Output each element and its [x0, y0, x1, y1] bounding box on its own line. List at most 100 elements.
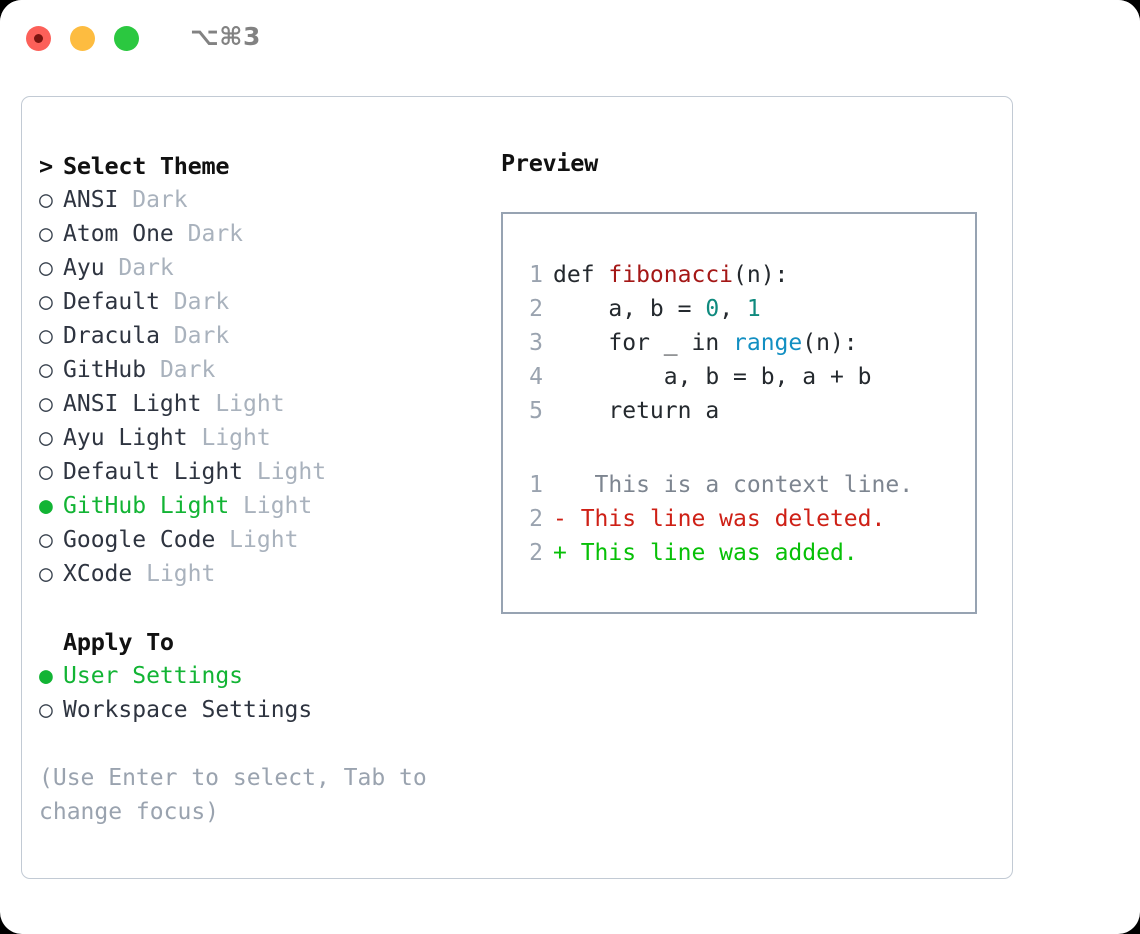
- theme-list-item[interactable]: ○ Google Code Light: [39, 523, 479, 557]
- theme-item-label: Default Light: [63, 459, 244, 485]
- theme-list-item[interactable]: ○ ANSI Light Light: [39, 387, 479, 421]
- theme-list-item[interactable]: ○Dracula Dark: [39, 319, 479, 353]
- theme-list-item[interactable]: ○Default Light Light: [39, 455, 479, 489]
- theme-item-label: GitHub: [63, 357, 147, 383]
- diff-line: 2+ This line was added.: [521, 536, 969, 570]
- diff-sign: +: [553, 540, 567, 566]
- code-token: a, b = b, a + b: [553, 364, 872, 390]
- code-token: 1: [746, 296, 761, 322]
- code-line: 5 return a: [521, 394, 969, 428]
- code-token: range: [733, 330, 803, 356]
- radio-unselected-icon: ○: [39, 391, 53, 417]
- theme-list: ○ ANSI Dark ○ Atom One Dark ○ Ayu Dark ○ Defaul…: [39, 183, 479, 591]
- theme-item-label: Google Code: [63, 527, 216, 553]
- apply-to-title: Apply To: [63, 628, 174, 656]
- code-token: ,: [719, 296, 747, 322]
- theme-list-item[interactable]: ○ GitHub Dark: [39, 353, 479, 387]
- line-number: 4: [529, 364, 543, 390]
- apply-to-group: Apply To ●User Settings ○ Workspace Settin…: [39, 625, 479, 727]
- theme-item-tag: Light: [201, 391, 285, 417]
- line-number: 2: [529, 506, 543, 532]
- radio-unselected-icon: ○: [39, 425, 53, 451]
- diff-text: This is a context line.: [566, 472, 914, 498]
- theme-item-tag: Light: [187, 425, 271, 451]
- theme-item-tag: Dark: [159, 323, 230, 349]
- apply-to-item[interactable]: ○ Workspace Settings: [39, 693, 479, 727]
- code-token: for _ in: [553, 330, 734, 356]
- theme-item-tag: Light: [132, 561, 216, 587]
- zoom-button[interactable]: [114, 25, 139, 51]
- code-token: (n):: [733, 262, 789, 288]
- code-token: (n):: [802, 330, 858, 356]
- header-marker: >: [39, 152, 53, 180]
- close-button[interactable]: [26, 25, 51, 51]
- code-token: def: [553, 262, 609, 288]
- theme-item-tag: Dark: [104, 255, 174, 281]
- main-panel: >Select Theme ○ANSI Dark○Atom One Dark○A…: [21, 96, 1013, 879]
- close-icon: [34, 33, 43, 43]
- radio-unselected-icon: ○: [39, 221, 53, 247]
- page-title: Select Theme: [63, 152, 230, 180]
- theme-item-tag: Dark: [173, 221, 244, 247]
- theme-item-label: ANSI: [63, 187, 119, 213]
- apply-to-item-label: User Settings: [63, 663, 244, 689]
- theme-list-item[interactable]: ○Default Dark: [39, 285, 479, 319]
- traffic-lights: [26, 25, 139, 51]
- radio-selected-icon: ●: [39, 493, 53, 519]
- theme-item-label: Atom One: [63, 221, 174, 247]
- code-line: 3 for _ in range(n):: [521, 326, 969, 360]
- line-number: 1: [529, 472, 543, 498]
- radio-unselected-icon: ○: [39, 289, 53, 315]
- radio-unselected-icon: ○: [39, 255, 53, 281]
- theme-picker: >Select Theme ○ANSI Dark○Atom One Dark○A…: [39, 149, 479, 829]
- theme-list-item[interactable]: ○ Atom One Dark: [39, 217, 479, 251]
- radio-unselected-icon: ○: [39, 697, 53, 723]
- window-titlebar: ⌥⌘3: [0, 0, 1140, 76]
- theme-list-item[interactable]: ○ Ayu Light Light: [39, 421, 479, 455]
- theme-item-label: Ayu Light: [63, 425, 188, 451]
- line-number: 5: [529, 398, 543, 424]
- keyboard-hint: (Use Enter to select, Tab to change focu…: [39, 765, 427, 825]
- code-token: 0: [705, 296, 720, 322]
- line-number: 1: [529, 262, 543, 288]
- theme-item-label: XCode: [63, 561, 133, 587]
- diff-sample: 1 This is a context line. 2- This line wa…: [521, 468, 969, 570]
- theme-picker-header: > Select Theme: [39, 149, 479, 183]
- code-token: fibonacci: [608, 262, 734, 288]
- apply-to-list: ●User Settings ○ Workspace Settings: [39, 659, 479, 727]
- theme-list-item[interactable]: ○ XCode Light: [39, 557, 479, 591]
- theme-item-tag: Light: [215, 527, 299, 553]
- theme-list-item[interactable]: ○ Ayu Dark: [39, 251, 479, 285]
- theme-list-item[interactable]: ●GitHub Light Light: [39, 489, 479, 523]
- theme-item-tag: Dark: [118, 187, 188, 213]
- diff-sign: [553, 472, 567, 498]
- theme-item-tag: Light: [229, 493, 313, 519]
- code-token: a, b =: [553, 296, 706, 322]
- theme-item-label: Ayu: [63, 255, 105, 281]
- line-number: 3: [529, 330, 543, 356]
- theme-item-label: Dracula: [63, 323, 160, 349]
- radio-unselected-icon: ○: [39, 357, 53, 383]
- theme-item-label: ANSI Light: [63, 391, 202, 417]
- apply-to-item[interactable]: ●User Settings: [39, 659, 479, 693]
- diff-sign: -: [553, 506, 567, 532]
- code-line: 4 a, b = b, a + b: [521, 360, 969, 394]
- radio-unselected-icon: ○: [39, 527, 53, 553]
- line-number: 2: [529, 296, 543, 322]
- apply-to-item-label: Workspace Settings: [63, 697, 313, 723]
- code-token: return a: [553, 398, 720, 424]
- theme-item-tag: Dark: [146, 357, 216, 383]
- diff-line: 2- This line was deleted.: [521, 502, 969, 536]
- radio-unselected-icon: ○: [39, 459, 53, 485]
- preview-title: Preview: [501, 149, 598, 177]
- theme-list-item[interactable]: ○ ANSI Dark: [39, 183, 479, 217]
- radio-unselected-icon: ○: [39, 187, 53, 213]
- minimize-button[interactable]: [70, 25, 95, 51]
- radio-unselected-icon: ○: [39, 561, 53, 587]
- window-title: ⌥⌘3: [190, 22, 261, 51]
- theme-item-label: Default: [63, 289, 160, 315]
